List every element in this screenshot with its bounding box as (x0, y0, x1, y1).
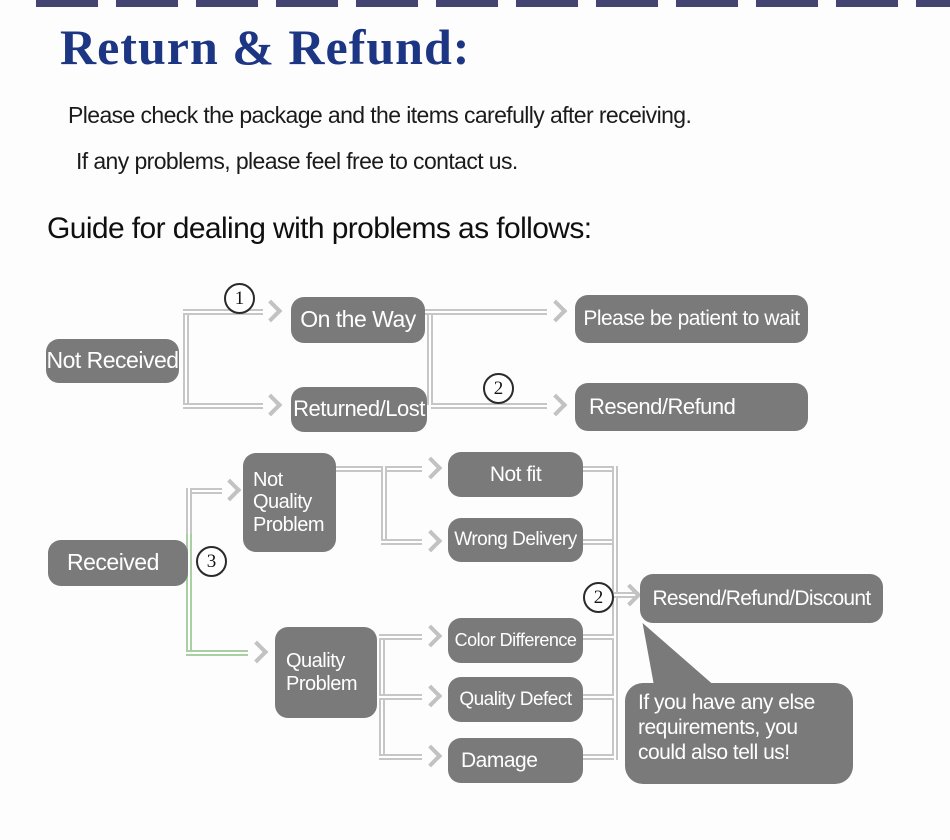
node-on-the-way: On the Way (291, 297, 425, 343)
page-title: Return & Refund: (60, 19, 471, 75)
node-not-quality-problem: Not Quality Problem (243, 453, 336, 552)
node-damage: Damage (448, 738, 583, 783)
connector-line (583, 754, 614, 760)
cropped-text-artifact (36, 0, 950, 7)
arrow-right-icon (618, 583, 642, 607)
connector-line (381, 539, 422, 545)
connector-line (583, 634, 614, 640)
guide-heading: Guide for dealing with problems as follo… (47, 212, 592, 245)
arrow-right-icon (259, 393, 283, 417)
node-color-difference: Color Difference (448, 618, 583, 663)
node-not-received: Not Received (46, 339, 179, 383)
connector-line (183, 403, 263, 409)
connector-line (379, 694, 422, 700)
node-resend-refund-discount: Resend/Refund/Discount (640, 574, 883, 623)
connector-line (183, 311, 189, 407)
node-wrong-delivery: Wrong Delivery (448, 518, 583, 562)
arrow-right-icon (544, 393, 568, 417)
arrow-right-icon (419, 624, 443, 648)
connector-line (612, 592, 638, 598)
arrow-right-icon (419, 684, 443, 708)
connector-line-green (186, 650, 248, 656)
connector-line (186, 488, 222, 494)
speech-bubble-tail (642, 623, 716, 687)
arrow-right-icon (259, 299, 283, 323)
connector-line (427, 311, 433, 405)
arrow-right-icon (544, 299, 568, 323)
connector-line (381, 466, 387, 545)
arrow-right-icon (419, 744, 443, 768)
speech-bubble-note: If you have any else requirements, you c… (625, 683, 853, 784)
connector-line (425, 309, 547, 315)
connector-line (583, 466, 614, 472)
node-please-be-patient: Please be patient to wait (575, 295, 808, 343)
intro-line-1: Please check the package and the items c… (68, 102, 692, 128)
connector-line (183, 309, 263, 315)
connector-line (583, 694, 614, 700)
arrow-right-icon (419, 456, 443, 480)
arrow-right-icon (419, 529, 443, 553)
connector-line (379, 754, 422, 760)
connector-line (379, 634, 422, 640)
connector-line (186, 488, 192, 538)
connector-line (431, 403, 547, 409)
node-quality-defect: Quality Defect (448, 677, 583, 722)
step-badge-2b: 2 (583, 582, 614, 613)
connector-line (583, 539, 614, 545)
arrow-right-icon (218, 478, 242, 502)
step-badge-3: 3 (196, 546, 227, 577)
node-quality-problem: Quality Problem (275, 627, 377, 718)
step-badge-2: 2 (483, 373, 514, 404)
connector-line (612, 466, 618, 760)
step-badge-1: 1 (224, 283, 255, 314)
intro-line-2: If any problems, please feel free to con… (76, 148, 518, 174)
node-received: Received (48, 540, 188, 586)
node-not-fit: Not fit (448, 452, 583, 497)
node-returned-lost: Returned/Lost (291, 387, 427, 432)
connector-line (336, 466, 422, 472)
node-resend-refund: Resend/Refund (575, 383, 808, 431)
arrow-right-icon (245, 640, 269, 664)
connector-line-green (186, 534, 192, 654)
